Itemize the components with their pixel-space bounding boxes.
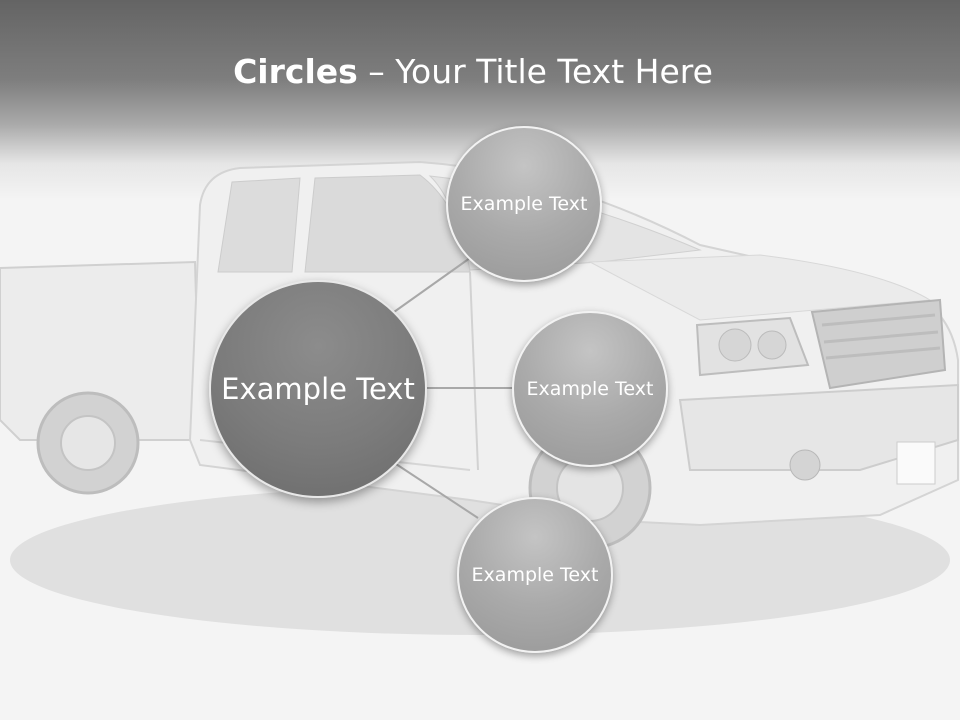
center-circle-label: Example Text <box>221 372 415 406</box>
circle-node-middle: Example Text <box>512 311 668 467</box>
title-bold: Circles <box>233 52 358 91</box>
circle-node-bottom: Example Text <box>457 497 613 653</box>
circle-node-top: Example Text <box>446 126 602 282</box>
circle-node-label: Example Text <box>471 564 599 586</box>
slide-title: Circles – Your Title Text Here <box>0 52 946 91</box>
circle-node-label: Example Text <box>460 193 588 215</box>
connector-line-top <box>393 257 471 313</box>
center-circle: Example Text <box>209 280 427 498</box>
circle-node-label: Example Text <box>526 378 654 400</box>
title-rest: – Your Title Text Here <box>357 52 713 91</box>
connector-line-bottom <box>395 463 479 519</box>
